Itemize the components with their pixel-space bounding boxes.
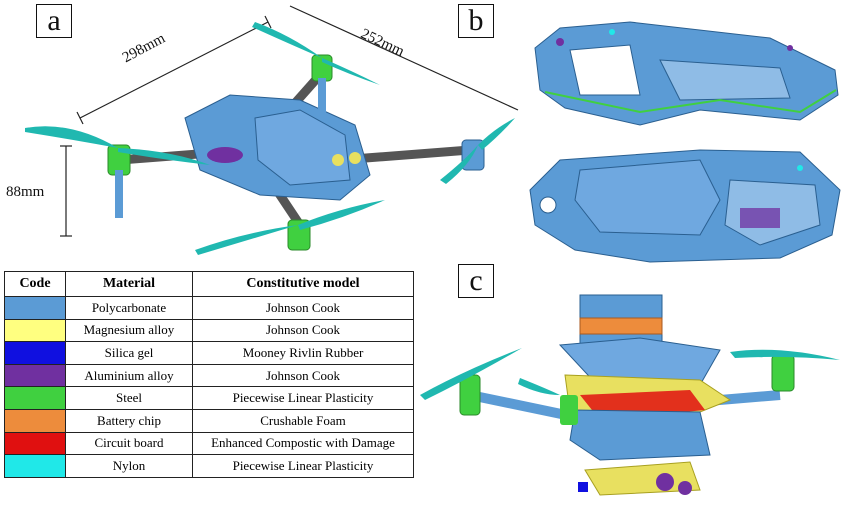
- material-color-swatch: [4, 386, 66, 410]
- dimension-height: 88mm: [6, 184, 45, 200]
- panel-label-b: b: [458, 4, 494, 38]
- swatch-fill: [5, 455, 65, 477]
- swatch-fill: [5, 387, 65, 409]
- material-color-swatch: [4, 363, 66, 388]
- swatch-fill: [5, 432, 65, 455]
- panel-label-a: a: [36, 4, 72, 38]
- material-name: Battery chip: [65, 408, 193, 433]
- material-name: Aluminium alloy: [65, 363, 193, 388]
- constitutive-model: Mooney Rivlin Rubber: [192, 341, 414, 365]
- material-color-swatch: [4, 431, 66, 456]
- material-name: Circuit board: [65, 431, 193, 456]
- constitutive-model: Crushable Foam: [192, 408, 414, 433]
- material-name: Silica gel: [65, 341, 193, 365]
- header-model: Constitutive model: [192, 271, 414, 297]
- material-name: Magnesium alloy: [65, 318, 193, 343]
- drone-assembled-illustration: [25, 5, 519, 255]
- swatch-fill: [5, 364, 65, 387]
- material-color-swatch: [4, 341, 66, 365]
- drone-exploded-illustration: [420, 294, 840, 496]
- material-color-swatch: [4, 296, 66, 320]
- constitutive-model: Enhanced Compostic with Damage: [192, 431, 414, 456]
- constitutive-model: Piecewise Linear Plasticity: [192, 386, 414, 410]
- material-name: Steel: [65, 386, 193, 410]
- header-material: Material: [65, 271, 193, 297]
- constitutive-model: Johnson Cook: [192, 296, 414, 320]
- material-table: Code Material Constitutive model Polycar…: [4, 271, 414, 478]
- constitutive-model: Johnson Cook: [192, 318, 414, 343]
- table-header-row: Code Material Constitutive model: [4, 271, 414, 297]
- swatch-fill: [5, 297, 65, 319]
- constitutive-model: Johnson Cook: [192, 363, 414, 388]
- material-color-swatch: [4, 408, 66, 433]
- shell-lower-illustration: [529, 149, 841, 263]
- material-name: Nylon: [65, 454, 193, 478]
- header-code: Code: [4, 271, 66, 297]
- material-color-swatch: [4, 454, 66, 478]
- shell-upper-illustration: [534, 21, 839, 126]
- material-color-swatch: [4, 318, 66, 343]
- constitutive-model: Piecewise Linear Plasticity: [192, 454, 414, 478]
- swatch-fill: [5, 319, 65, 342]
- panel-label-c: c: [458, 264, 494, 298]
- swatch-fill: [5, 342, 65, 364]
- swatch-fill: [5, 409, 65, 432]
- material-name: Polycarbonate: [65, 296, 193, 320]
